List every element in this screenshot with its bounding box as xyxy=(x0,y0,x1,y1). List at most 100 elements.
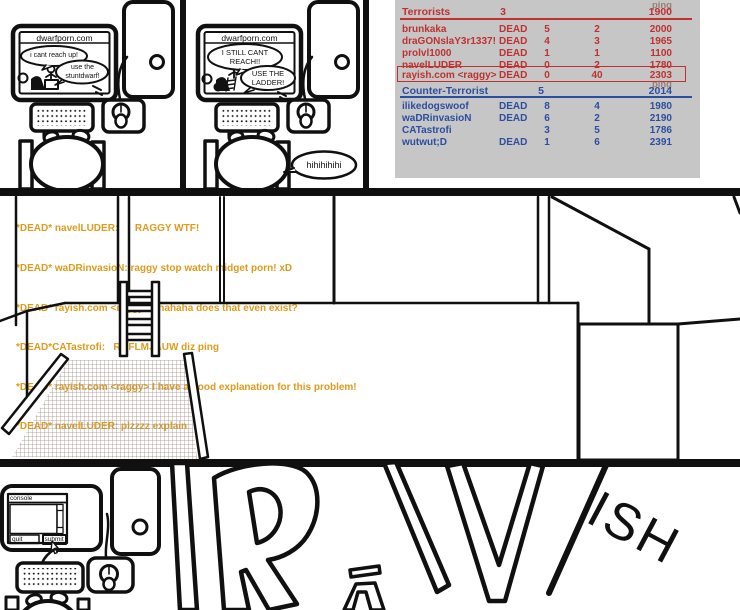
kills: 1 xyxy=(544,48,550,59)
ct-team-row: Counter-Terrorist 5 2014 xyxy=(395,85,695,97)
quit-button-box[interactable] xyxy=(9,534,40,545)
player-name: draGONslaY3r1337! xyxy=(402,36,496,47)
scroll-down-icon[interactable] xyxy=(56,526,64,535)
ping: 2391 xyxy=(649,137,672,148)
team-label: Terrorists xyxy=(402,6,451,18)
speech-text: i cant reach up! xyxy=(30,52,78,59)
stuntdwarf-figure xyxy=(31,76,45,90)
ct-underline xyxy=(400,95,692,98)
panel-border-top xyxy=(0,188,740,196)
scroll-up-icon[interactable] xyxy=(56,503,64,512)
speech-text: USE THE LADDER! xyxy=(251,69,285,87)
panel-1-art xyxy=(13,2,173,191)
player-name: waDRinvasioN xyxy=(402,113,472,124)
speech-text: use the stuntdwarf! xyxy=(65,64,100,80)
team-ping: 2014 xyxy=(648,85,672,97)
bottom-computer-art xyxy=(0,467,161,610)
deaths: 5 xyxy=(594,125,600,136)
dead-flag: DEAD xyxy=(499,137,528,148)
dead-flag: DEAD xyxy=(499,70,528,81)
player-head xyxy=(22,599,74,610)
panel-divider xyxy=(180,0,186,189)
player-name: prolvl1000 xyxy=(402,48,452,59)
browser-url-panel2: dwarfporn.com xyxy=(221,33,278,43)
ping: 1965 xyxy=(649,36,672,47)
big-rayish-lettering: ISH xyxy=(169,459,690,610)
terrorist-team-row: Terrorists 3 1900 xyxy=(395,6,695,18)
kills: 8 xyxy=(544,101,550,112)
chat-line: *DEAD*CATastrofi: ROFLMJAUW diz ping xyxy=(16,342,219,354)
chat-line: *DEAD* navelLUDER: RAGGY WTF! xyxy=(16,223,200,235)
player-name: wutwut;D xyxy=(402,137,447,148)
team-score: 5 xyxy=(538,85,544,97)
emphasis-marks xyxy=(92,85,103,96)
speech-bubble xyxy=(207,43,283,71)
scoreboard: ping Terrorists 3 1900 brunkaka DEAD 5 2… xyxy=(395,0,700,178)
dead-flag: DEAD xyxy=(499,113,528,124)
ping: 2000 xyxy=(649,24,672,35)
player-name: CATastrofi xyxy=(402,125,452,136)
team-label: Counter-Terrorist xyxy=(402,85,489,97)
kills: 5 xyxy=(544,24,550,35)
ping-column-header: ping xyxy=(651,0,672,11)
kills: 0 xyxy=(544,70,550,81)
deaths: 6 xyxy=(594,137,600,148)
chair-post xyxy=(76,597,91,610)
ping: 2303 xyxy=(649,70,672,81)
scoreboard-row: waDRinvasioN DEAD 6 2 2190 xyxy=(395,113,695,125)
player-name: rayish.com <raggy> xyxy=(402,70,497,81)
letter-R xyxy=(211,461,320,610)
crate xyxy=(577,322,680,462)
kills: 4 xyxy=(544,36,550,47)
quit-button[interactable]: quit xyxy=(12,535,23,543)
player-name: brunkaka xyxy=(402,24,447,35)
scoreboard-row: ilikedogswoof DEAD 8 4 1980 xyxy=(395,101,695,113)
dead-flag: DEAD xyxy=(499,24,528,35)
kills: 1 xyxy=(544,137,550,148)
deaths: 2 xyxy=(594,60,600,71)
team-score: 3 xyxy=(500,6,506,18)
deaths: 1 xyxy=(594,48,600,59)
ping: 1786 xyxy=(649,125,672,136)
console-window xyxy=(6,492,69,555)
dead-flag: DEAD xyxy=(499,36,528,47)
ping: 1780 xyxy=(649,60,672,71)
panel-divider xyxy=(363,0,369,189)
speech-text: I STILL CANT REACH!! xyxy=(221,48,269,66)
chat-line: *DEAD* waDRinvasioN: raggy stop watch mi… xyxy=(16,263,293,275)
power-button-icon xyxy=(131,518,149,536)
dead-flag: DEAD xyxy=(499,60,528,71)
submit-button[interactable]: submit xyxy=(44,536,64,543)
laugh-text: hihihihihi xyxy=(306,160,342,170)
dead-flag: DEAD xyxy=(499,48,528,59)
letter-A-bar xyxy=(348,564,382,579)
screen-prop xyxy=(17,72,29,84)
player-name: navelLUDER xyxy=(402,60,463,71)
team-ping: 1900 xyxy=(648,6,672,18)
laugh-bubble xyxy=(290,150,358,180)
scoreboard-row: brunkaka DEAD 5 2 2000 xyxy=(395,24,695,36)
scoreboard-row: wutwut;D DEAD 1 6 2391 xyxy=(395,137,695,149)
speech-bubble xyxy=(55,59,109,85)
scoreboard-row: CATastrofi 3 5 1786 xyxy=(395,125,695,137)
scoreboard-row: prolvl1000 DEAD 1 1 1100 xyxy=(395,48,695,60)
ping: 1100 xyxy=(650,48,672,59)
console-title: console xyxy=(10,495,33,502)
ramp-rail-left xyxy=(0,352,70,436)
dead-flag: DEAD xyxy=(499,101,528,112)
ramp-surface xyxy=(12,360,197,459)
deaths: 40 xyxy=(591,70,603,81)
kills: 6 xyxy=(544,113,550,124)
player-name: ilikedogswoof xyxy=(402,101,469,112)
deaths: 2 xyxy=(594,24,600,35)
highlight-box xyxy=(397,66,686,82)
kills: 3 xyxy=(544,125,550,136)
panel-border-bottom xyxy=(0,459,740,467)
ramp-rail-right xyxy=(182,351,210,461)
emphasis-marks xyxy=(277,91,287,101)
ping-header-row: ping xyxy=(395,79,695,91)
scoreboard-row: draGONslaY3r1337! DEAD 4 3 1965 xyxy=(395,36,695,48)
ping: 1980 xyxy=(649,101,672,112)
